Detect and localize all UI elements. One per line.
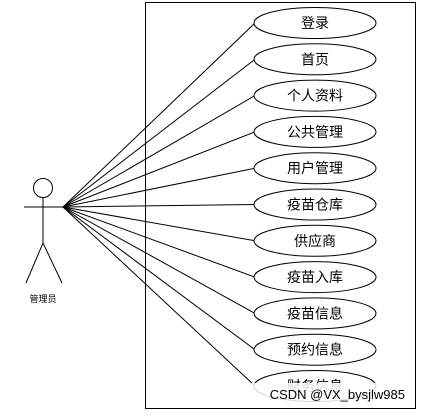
use-case-public-management: 公共管理 (253, 115, 377, 148)
association-finance-info (62, 206, 256, 387)
use-case-list: 登录首页个人资料公共管理用户管理疫苗仓库供应商疫苗入库疫苗信息预约信息财务信息 (253, 7, 377, 402)
use-case-profile: 个人资料 (253, 79, 377, 112)
association-home (62, 58, 256, 208)
association-profile (62, 95, 256, 208)
use-case-vaccine-info: 疫苗信息 (253, 297, 377, 330)
association-appointment-info (62, 206, 256, 351)
use-case-ellipse (253, 152, 377, 185)
association-user-management (62, 167, 256, 208)
use-case-label: 公共管理 (287, 125, 343, 141)
use-case-ellipse (253, 43, 377, 76)
association-lines (62, 22, 256, 387)
watermark: CSDN @VX_bysjlw985 (270, 387, 405, 402)
use-case-label: 个人资料 (287, 89, 343, 105)
use-case-ellipse (253, 333, 377, 366)
use-case-supplier: 供应商 (253, 224, 377, 257)
use-case-login: 登录 (253, 7, 377, 39)
association-supplier (62, 206, 256, 242)
use-case-ellipse (253, 297, 377, 330)
association-vaccine-info (62, 206, 256, 314)
actor-right-leg (42, 242, 63, 284)
use-case-appointment-info: 预约信息 (253, 333, 377, 366)
use-case-ellipse (253, 79, 377, 112)
actor-head (33, 178, 53, 198)
association-public-management (62, 131, 256, 208)
use-case-vaccine-warehouse: 疫苗仓库 (253, 188, 377, 221)
use-case-ellipse (253, 261, 377, 294)
actor-label: 管理员 (29, 293, 56, 305)
use-case-label: 用户管理 (287, 160, 343, 177)
use-case-label: 供应商 (294, 233, 336, 250)
use-case-vaccine-stock-in: 疫苗入库 (253, 261, 377, 294)
use-case-ellipse (253, 224, 377, 257)
use-case-ellipse (253, 188, 377, 221)
watermark-background (236, 383, 406, 403)
use-case-home: 首页 (253, 43, 377, 76)
actor-figure (24, 178, 63, 284)
actor-left-leg (25, 242, 44, 284)
use-case-ellipse (253, 7, 377, 39)
use-case-label: 疫苗入库 (287, 270, 343, 286)
use-case-user-management: 用户管理 (253, 152, 377, 185)
use-case-label: 首页 (301, 52, 329, 68)
use-case-ellipse (253, 115, 377, 148)
use-case-label: 疫苗信息 (287, 305, 343, 322)
association-login (62, 22, 256, 208)
association-vaccine-warehouse (62, 204, 256, 208)
use-case-label: 疫苗仓库 (287, 198, 343, 214)
use-case-label: 预约信息 (287, 342, 343, 359)
association-vaccine-stock-in (62, 206, 256, 278)
use-case-label: 登录 (301, 16, 329, 32)
